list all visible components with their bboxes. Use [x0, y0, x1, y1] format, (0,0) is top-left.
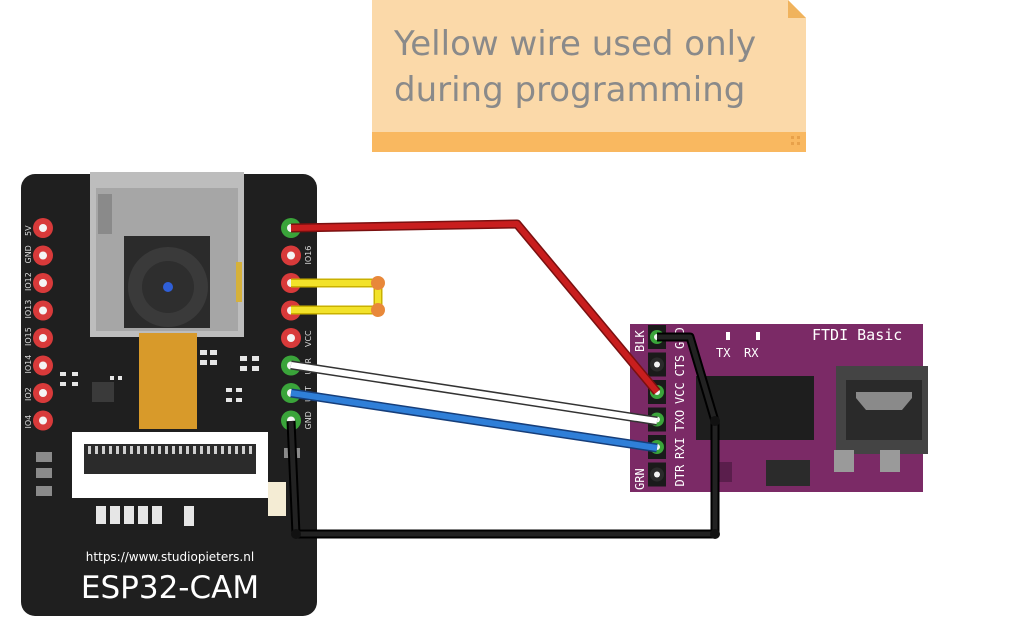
wire-yellow-programming — [291, 280, 381, 313]
flash-led — [268, 482, 286, 516]
esp32-pin-label: IO4 — [24, 415, 33, 429]
tx-label: TX — [716, 346, 731, 360]
ftdi-pin-label: RXI — [673, 437, 687, 459]
note-line-2: during programming — [394, 70, 745, 110]
esp32-pin-label: IO15 — [24, 327, 33, 346]
yellow-wire-bend-2 — [371, 303, 385, 317]
ftdi-title: FTDI Basic — [812, 326, 902, 344]
tx-led — [726, 332, 730, 340]
esp32-right-pin-label: IO16 — [304, 246, 313, 265]
note-resize-grip — [791, 136, 800, 145]
esp32-pin-label: IO12 — [24, 272, 33, 291]
ftdi-label-grn: GRN — [633, 468, 647, 490]
wire-red-5v-vcc — [290, 221, 660, 394]
camera-ribbon — [139, 333, 197, 429]
esp32-pin-label: 5V — [24, 225, 33, 236]
ftdi-pin-label: VCC — [673, 382, 687, 404]
ftdi-regulator — [766, 460, 810, 486]
ftdi-basic-board: TX RX FTDI Basic BLK GRN GNDCTSVCCTXORXI… — [630, 324, 928, 492]
smd-components — [60, 350, 259, 402]
rx-led — [756, 332, 760, 340]
rx-label: RX — [744, 346, 759, 360]
wire-black-gnd — [288, 334, 718, 537]
note-line-1: Yellow wire used only — [393, 24, 756, 64]
esp32-right-pin-label: GND — [304, 411, 313, 429]
ftdi-pin-label: TXO — [673, 410, 687, 432]
wire-blue-u0t-rxi — [290, 390, 658, 451]
yellow-wire-bend-1 — [371, 276, 385, 290]
ftdi-pin-label: CTS — [673, 355, 687, 377]
sticky-note: Yellow wire used only during programming — [372, 0, 806, 152]
ftdi-pin-label: DTR — [673, 464, 687, 486]
esp32-pin-label: GND — [24, 245, 33, 263]
chip — [92, 382, 114, 402]
esp32-right-pin-label: VCC — [304, 330, 313, 347]
lens-center — [163, 282, 173, 292]
note-body — [372, 0, 806, 152]
esp32-pin-label: IO14 — [24, 355, 33, 374]
wires — [286, 219, 720, 539]
board-title: ESP32-CAM — [81, 570, 259, 606]
esp32-pin-label: IO13 — [24, 300, 33, 319]
board-url: https://www.studiopieters.nl — [86, 550, 254, 564]
ftdi-label-blk: BLK — [633, 330, 647, 352]
flex-connector-pins — [88, 446, 252, 454]
note-fold — [788, 0, 806, 18]
wire-white-u0r-txo — [290, 362, 658, 424]
bottom-components — [96, 506, 194, 526]
note-band — [372, 132, 806, 152]
esp32-pin-label: IO2 — [24, 387, 33, 401]
